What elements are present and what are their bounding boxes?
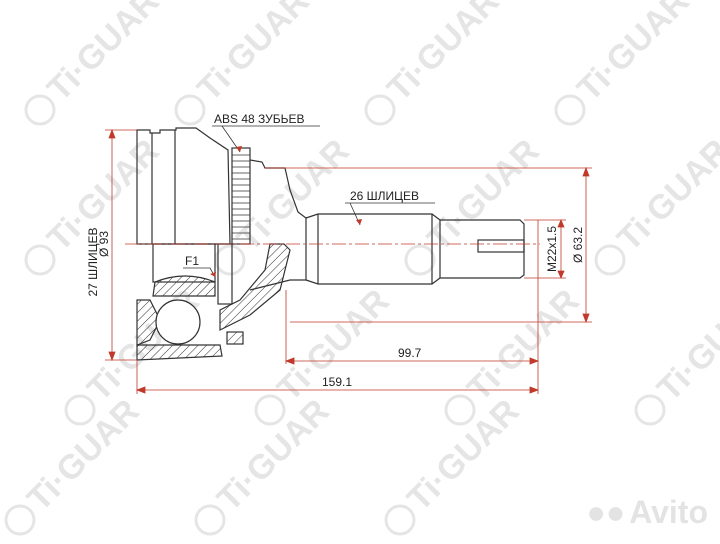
dimension-lines <box>105 128 592 394</box>
shaft-diameter-label: Ø 63.2 <box>571 227 585 263</box>
hatched-section <box>136 243 291 361</box>
shaft-splines-label: 26 ШЛИЦЕВ <box>350 189 419 203</box>
abs-label: ABS 48 ЗУБЬЕВ <box>214 112 305 126</box>
svg-text:Ti·GUAR: Ti·GUAR <box>460 282 587 409</box>
svg-text:Ti·GUAR: Ti·GUAR <box>400 392 527 519</box>
outer-diameter-label: Ø 93 <box>97 231 111 257</box>
avito-watermark: ●● Avito <box>587 494 708 531</box>
length-total-label: 159.1 <box>322 375 352 389</box>
thread-label: M22x1.5 <box>545 226 559 272</box>
svg-text:Ti·GUAR: Ti·GUAR <box>570 0 697 109</box>
part-outline <box>136 127 525 305</box>
outer-splines-label: 27 ШЛИЦЕВ <box>86 227 100 296</box>
svg-text:Ti·GUAR: Ti·GUAR <box>270 282 397 409</box>
svg-text:Ti·GUAR: Ti·GUAR <box>380 0 507 109</box>
svg-text:Ti·GUAR: Ti·GUAR <box>650 282 720 409</box>
avito-label: Avito <box>629 494 708 530</box>
svg-text:Ti·GUAR: Ti·GUAR <box>210 392 337 519</box>
svg-text:Ti·GUAR: Ti·GUAR <box>190 0 317 109</box>
f1-label: F1 <box>185 254 199 268</box>
avito-dots-icon: ●● <box>586 494 626 530</box>
length-shaft-label: 99.7 <box>398 346 422 360</box>
svg-text:Ti·GUAR: Ti·GUAR <box>230 132 357 259</box>
svg-text:Ti·GUAR: Ti·GUAR <box>20 392 147 519</box>
svg-text:Ti·GUAR: Ti·GUAR <box>40 0 167 109</box>
svg-text:Ti·GUAR: Ti·GUAR <box>610 132 720 259</box>
